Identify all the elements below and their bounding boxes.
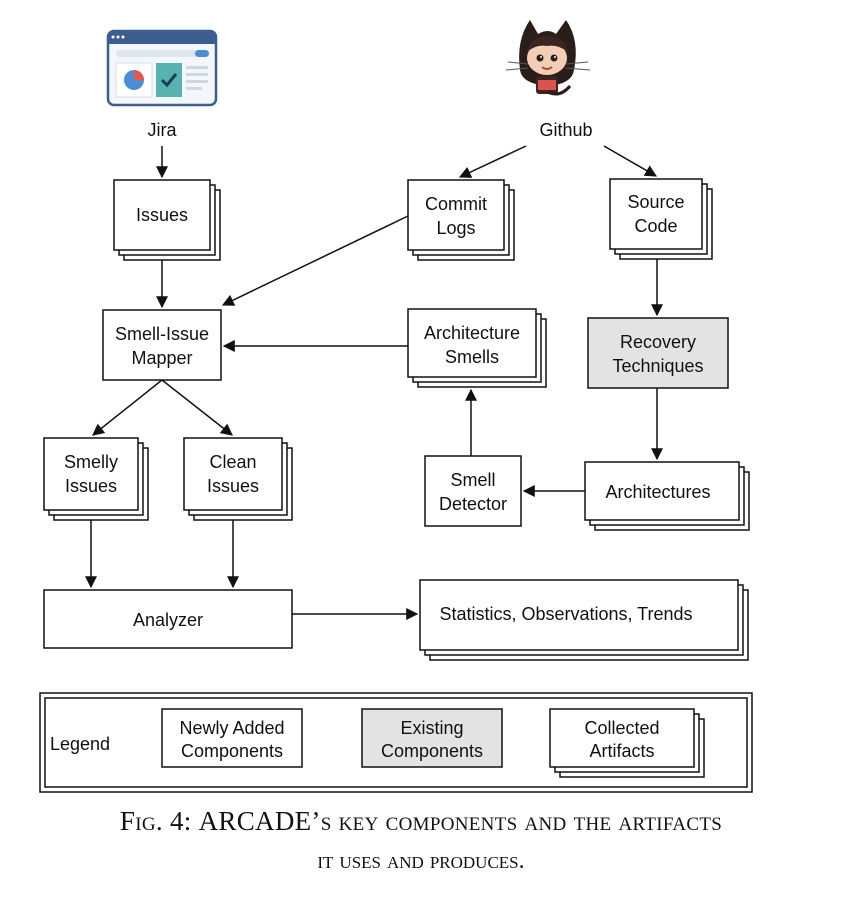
github-logo-icon [505,20,591,96]
analyzer-component: Analyzer [43,589,293,649]
legend-newly-added-line2: Components [181,741,283,761]
smell-issue-mapper-label-line1: Smell-Issue [115,324,209,344]
architectures-artifact: Architectures [584,461,750,531]
legend-title: Legend [50,734,110,754]
architecture-diagram: Jira Github Issues Commit Logs [39,20,753,793]
architecture-smells-label-line1: Architecture [424,323,520,343]
smell-detector-component: Smell Detector [424,455,522,527]
legend-collected: Collected Artifacts [549,708,705,778]
jira-label: Jira [147,120,177,140]
issues-label: Issues [136,205,188,225]
clean-issues-label-line1: Clean [209,452,256,472]
issues-artifact: Issues [113,179,221,261]
arrow-mapper-to-clean-issues [161,379,233,436]
smell-issue-mapper-label-line2: Mapper [131,348,192,368]
arrows [85,145,663,620]
recovery-techniques-label-line1: Recovery [620,332,696,352]
commit-logs-artifact: Commit Logs [407,179,515,261]
legend-newly-added-line1: Newly Added [179,718,284,738]
arrow-mapper-to-smelly-issues [92,379,163,436]
jira-logo-icon [106,29,218,107]
figure-caption-text: ARCADE’s key components and the artifact… [198,806,723,836]
architecture-smells-label-line2: Smells [445,347,499,367]
source-code-label-line2: Code [634,216,677,236]
recovery-techniques-label-line2: Techniques [612,356,703,376]
figure-number: Fig. 4: [119,806,192,836]
legend-collected-line1: Collected [584,718,659,738]
legend-newly-added: Newly Added Components [161,708,303,768]
legend-existing-line2: Components [381,741,483,761]
legend-existing: Existing Components [361,708,503,768]
analyzer-label: Analyzer [133,610,203,630]
figure-caption-line2: it uses and produces. [317,848,525,874]
legend-existing-line1: Existing [400,718,463,738]
architectures-label: Architectures [605,482,710,502]
smell-detector-label-line1: Smell [450,470,495,490]
arrow-github-to-source-code [603,145,658,177]
statistics-label: Statistics, Observations, Trends [439,604,692,624]
legend: Legend Newly Added Components Existing C… [39,692,753,793]
smell-detector-label-line2: Detector [439,494,507,514]
commit-logs-label-line2: Logs [436,218,475,238]
smelly-issues-label-line2: Issues [65,476,117,496]
clean-issues-label-line2: Issues [207,476,259,496]
arrow-commit-logs-to-mapper [221,215,409,306]
architecture-smells-artifact: Architecture Smells [407,308,547,388]
smelly-issues-artifact: Smelly Issues [43,437,149,521]
figure-caption-line1: Fig. 4: ARCADE’s key components and the … [0,806,842,837]
clean-issues-artifact: Clean Issues [183,437,293,521]
commit-logs-label-line1: Commit [425,194,487,214]
recovery-techniques-component: Recovery Techniques [587,317,729,389]
source-code-label-line1: Source [627,192,684,212]
statistics-artifact: Statistics, Observations, Trends [419,579,749,661]
smelly-issues-label-line1: Smelly [64,452,118,472]
smell-issue-mapper-component: Smell-Issue Mapper [102,309,222,381]
legend-collected-line2: Artifacts [589,741,654,761]
source-code-artifact: Source Code [609,178,713,260]
github-label: Github [539,120,592,140]
arrow-github-to-commit-logs [458,145,527,178]
